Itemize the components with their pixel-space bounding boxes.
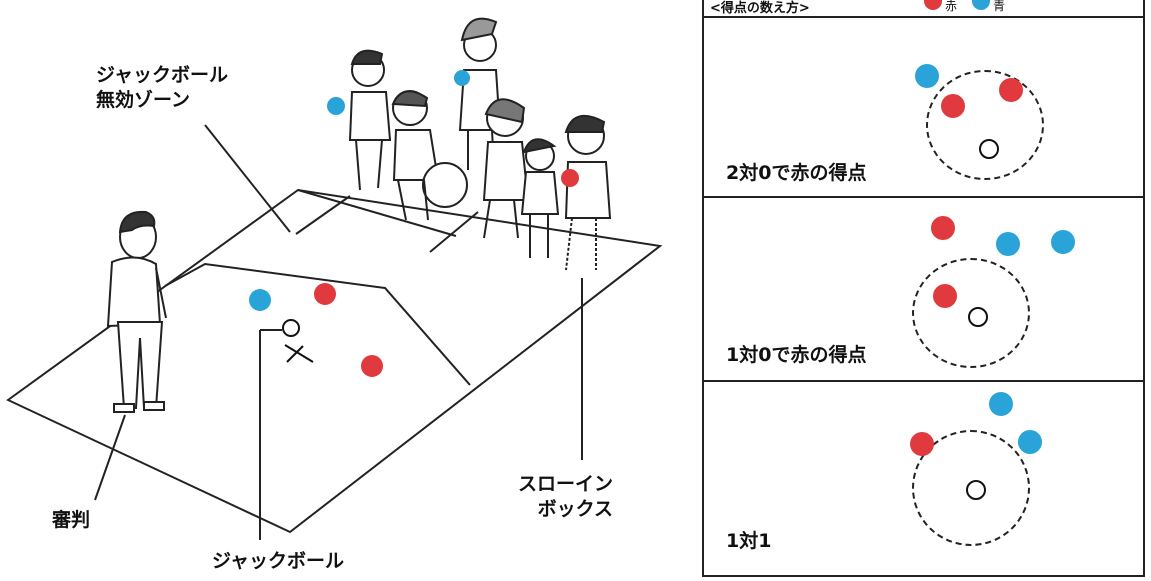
leader-line-referee [94,414,126,501]
leader-line-no-jack-zone [204,124,291,233]
scoring-panel: <得点の数え方> 赤 青 2対0で赤の得点 1対0で赤の得点 1対1 [702,0,1145,577]
scoring-caption: 1対0で赤の得点 [726,344,867,366]
scoring-circle [912,258,1030,368]
label-throw-in-box: スローイン ボックス [518,473,614,520]
label-no-jack-zone-text: ジャックボール 無効ゾーン [96,64,229,111]
red-ball [941,94,965,118]
throw-in-box-line [297,189,457,237]
blue-ball [454,70,470,86]
legend-blue-swatch [972,0,990,10]
red-ball [999,78,1023,102]
court-illustration [6,17,663,540]
scoring-case-2: 1対0で赤の得点 [704,196,1143,380]
red-ball [910,432,934,456]
throw-in-box-divider [295,195,351,235]
legend-red-swatch [924,0,942,10]
red-ball [933,284,957,308]
label-referee: 審判 [52,509,91,531]
red-ball [931,216,955,240]
blue-ball [1051,230,1075,254]
scoring-caption: 2対0で赤の得点 [726,162,867,184]
jack-ball [966,480,986,500]
label-no-jack-zone: ジャックボール 無効ゾーン [96,63,228,113]
red-ball [314,283,336,305]
scoring-circle [926,70,1044,180]
red-ball [561,169,579,187]
scoring-case-3: 1対1 [704,380,1143,577]
throw-in-box-divider [429,211,479,253]
scoring-circle [912,430,1030,546]
no-jack-zone-line [164,262,471,386]
blue-ball [327,97,345,115]
jack-ball [968,307,988,327]
label-jack-ball: ジャックボール [212,550,345,572]
blue-ball [1018,430,1042,454]
blue-ball [915,64,939,88]
jack-ball [979,139,999,159]
legend-red-label: 赤 [945,0,958,13]
legend-blue-label: 青 [993,0,1006,13]
referee-figure [106,210,167,413]
scoring-caption: 1対1 [726,530,772,552]
cross-mark-icon [284,344,314,363]
blue-ball [989,392,1013,416]
red-ball [361,355,383,377]
jack-ball [282,319,300,337]
blue-ball [249,289,271,311]
scoring-title: <得点の数え方> [710,1,810,16]
blue-ball [996,232,1020,256]
scoring-case-1: 2対0で赤の得点 [704,16,1143,196]
court-boundary [6,188,663,534]
